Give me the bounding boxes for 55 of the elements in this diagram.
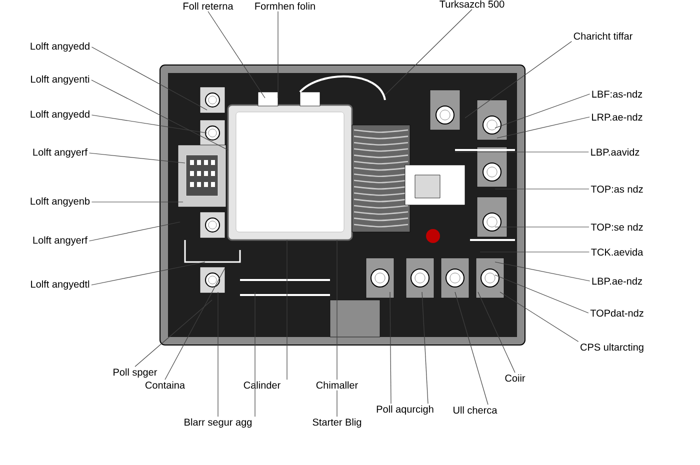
part-label: Formhen folin [255,2,315,10]
leader-line [494,226,590,228]
leader-line [208,11,266,98]
part-label: Lolft angyerf [33,148,88,158]
leader-line [454,292,488,405]
leader-line [336,390,338,417]
leader-line [500,292,579,342]
leader-line [496,116,590,138]
part-label: TCK.aevida [591,248,644,256]
leader-line [286,240,288,380]
leader-line [384,9,472,96]
leader-line [494,188,590,190]
part-label: Charicht tiffar [574,32,632,40]
leader-line [494,274,589,314]
part-label: Lolft angyerf [33,236,88,246]
part-label: TOP:as ndz [590,185,643,193]
part-label: Coiir [505,374,526,382]
part-label: Calinder [244,381,280,389]
part-label: LBP.aavidz [591,148,640,156]
leader-line [494,94,590,128]
part-label: TOPdat-ndz [590,309,644,317]
leader-line [91,46,208,110]
part-label: Poll spger [114,368,158,378]
part-label: Containa [146,381,186,389]
part-label: Turksazch 500 [440,0,504,8]
part-label: TOP:se ndz [590,223,643,231]
leader-line [336,240,338,380]
part-label: Chimaller [316,381,358,389]
part-label: Ull cherca [454,406,498,414]
leader-line [422,292,428,404]
part-label: Foll reterna [184,2,234,10]
part-label: Lolft angyedd [30,42,90,52]
leader-line [464,41,572,118]
part-label: LRP.ae-ndz [592,113,642,121]
part-label: Lolft angyedtl [31,280,90,290]
part-label: Starter Blig [312,418,362,428]
leader-line [494,262,590,282]
leader-line [254,292,256,417]
part-label: Blarr segur agg [184,418,252,428]
part-label: Lolft angyedd [30,110,90,120]
leader-line [134,300,212,367]
leader-line [390,292,392,404]
leader-line [88,152,186,164]
leader-line [164,268,226,380]
part-label: Lolft angyenb [30,197,90,207]
leader-line [91,114,208,134]
leader-line [478,292,516,373]
part-label: Lolft angyenti [31,75,90,85]
part-label: LBF:as-ndz [592,90,642,98]
part-label: CPS ultarcting [580,343,644,353]
leader-line [91,262,206,286]
leader-line [88,222,180,242]
part-label: LBP.ae-ndz [592,277,642,285]
leader-line [91,80,228,150]
part-label: Poll aqurcigh [376,405,434,415]
